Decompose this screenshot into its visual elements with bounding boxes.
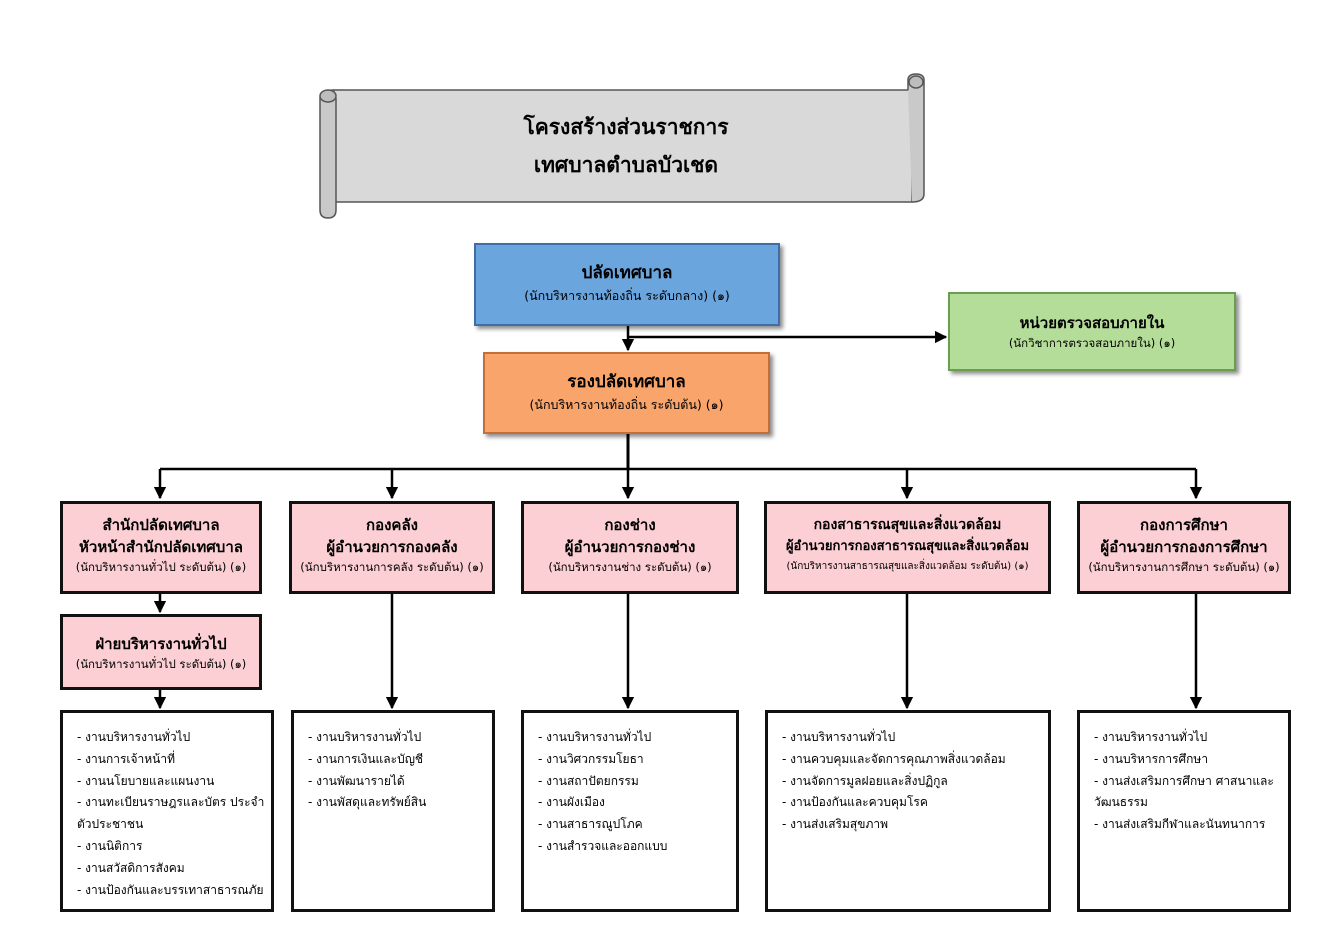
- internal-audit-box: หน่วยตรวจสอบภายใน (นักวิชาการตรวจสอบภายใ…: [948, 292, 1236, 371]
- division-office-of-clerk: สำนักปลัดเทศบาล หัวหน้าสำนักปลัดเทศบาล (…: [60, 501, 262, 594]
- task-item: - งานสวัสดิการสังคม: [77, 860, 185, 875]
- task-item: - งานบริหารงานทั่วไป: [782, 730, 896, 744]
- task-item: - งานการเงินและบัญชี: [308, 751, 424, 766]
- municipal-clerk-title: ปลัดเทศบาล: [581, 263, 673, 283]
- task-item: - งานควบคุมและจัดการคุณภาพสิ่งแวดล้อม: [782, 751, 1006, 766]
- municipal-clerk-subtitle: (นักบริหารงานท้องถิ่น ระดับกลาง) (๑): [524, 288, 730, 303]
- task-item: - งานจัดการมูลฝอยและสิ่งปฏิกูล: [782, 773, 948, 788]
- title-line-1: โครงสร้างส่วนราชการ: [523, 115, 729, 139]
- internal-audit-title: หน่วยตรวจสอบภายใน: [1019, 314, 1165, 332]
- division-engineering: กองช่าง ผู้อำนวยการกองช่าง (นักบริหารงาน…: [521, 501, 739, 594]
- task-item: - งานบริหารงานทั่วไป: [538, 730, 652, 744]
- division-head: ผู้อำนวยการกองคลัง: [326, 538, 458, 556]
- task-item: - งานส่งเสริมการศึกษา ศาสนาและ วัฒนธรรม: [1094, 773, 1274, 810]
- division-name: กองช่าง: [604, 516, 656, 534]
- task-item: - งานส่งเสริมสุขภาพ: [782, 817, 888, 832]
- division-position: (นักบริหารงานสาธารณสุขและสิ่งแวดล้อม ระด…: [786, 561, 1029, 572]
- division-name: สำนักปลัดเทศบาล: [102, 516, 220, 534]
- division-head: หัวหน้าสำนักปลัดเทศบาล: [79, 538, 243, 556]
- division-name: กองคลัง: [366, 516, 418, 534]
- deputy-clerk-subtitle: (นักบริหารงานท้องถิ่น ระดับต้น) (๑): [529, 397, 724, 412]
- task-list: - งานบริหารงานทั่วไป - งานควบคุมและจัดการ…: [768, 713, 1048, 836]
- task-item: - งานพัสดุและทรัพย์สิน: [308, 795, 427, 810]
- task-item: - งานวิศวกรรมโยธา: [538, 751, 644, 766]
- task-item: - งานป้องกันและควบคุมโรค: [782, 795, 928, 810]
- internal-audit-subtitle: (นักวิชาการตรวจสอบภายใน) (๑): [1008, 336, 1176, 350]
- division-position: (นักบริหารงานทั่วไป ระดับต้น) (๑): [75, 560, 247, 574]
- division-head: ผู้อำนวยการกองสาธารณสุขและสิ่งแวดล้อม: [785, 539, 1030, 554]
- title-line-2: เทศบาลตำบลบัวเชด: [533, 153, 719, 177]
- division-name: กองการศึกษา: [1140, 516, 1228, 534]
- division-finance: กองคลัง ผู้อำนวยการกองคลัง (นักบริหารงาน…: [289, 501, 495, 594]
- task-item: - งานการเจ้าหน้าที่: [77, 751, 176, 766]
- tasks-office-of-clerk: - งานบริหารงานทั่วไป - งานการเจ้าหน้าที่ -…: [60, 710, 274, 912]
- task-list: - งานบริหารงานทั่วไป - งานการเจ้าหน้าที่ -…: [63, 713, 271, 901]
- tasks-finance: - งานบริหารงานทั่วไป - งานการเงินและบัญชี…: [291, 710, 495, 912]
- general-admin-unit-subtitle: (นักบริหารงานทั่วไป ระดับต้น) (๑): [75, 657, 247, 671]
- deputy-clerk-box: รองปลัดเทศบาล (นักบริหารงานท้องถิ่น ระดั…: [483, 352, 770, 434]
- division-public-health: กองสาธารณสุขและสิ่งแวดล้อม ผู้อำนวยการกอ…: [764, 501, 1051, 594]
- task-list: - งานบริหารงานทั่วไป - งานบริหารการศึกษา -…: [1080, 713, 1288, 836]
- division-education: กองการศึกษา ผู้อำนวยการกองการศึกษา (นักบ…: [1077, 501, 1291, 594]
- task-item: - งานสาธารณูปโภค: [538, 817, 643, 832]
- task-item: - งานพัฒนารายได้: [308, 773, 405, 788]
- tasks-engineering: - งานบริหารงานทั่วไป - งานวิศวกรรมโยธา - ง…: [521, 710, 739, 912]
- division-head: ผู้อำนวยการกองการศึกษา: [1100, 538, 1268, 556]
- general-admin-unit: ฝ่ายบริหารงานทั่วไป (นักบริหารงานทั่วไป …: [60, 614, 262, 690]
- task-item: - งานทะเบียนราษฎรและบัตร ประจำตัวประชาชน: [77, 795, 265, 832]
- title-scroll-banner: [319, 73, 925, 219]
- page-title: โครงสร้างส่วนราชการ เทศบาลตำบลบัวเชด: [346, 108, 906, 184]
- task-item: - งานนโยบายและแผนงาน: [77, 773, 215, 788]
- task-item: - งานบริหารงานทั่วไป: [1094, 730, 1208, 744]
- task-item: - งานนิติการ: [77, 838, 143, 853]
- division-name: กองสาธารณสุขและสิ่งแวดล้อม: [813, 517, 1002, 533]
- task-item: - งานสำรวจและออกแบบ: [538, 838, 668, 853]
- division-position: (นักบริหารงานช่าง ระดับต้น) (๑): [548, 560, 712, 574]
- task-item: - งานผังเมือง: [538, 795, 605, 810]
- general-admin-unit-title: ฝ่ายบริหารงานทั่วไป: [95, 635, 227, 653]
- task-list: - งานบริหารงานทั่วไป - งานวิศวกรรมโยธา - ง…: [524, 713, 736, 858]
- task-list: - งานบริหารงานทั่วไป - งานการเงินและบัญชี…: [294, 713, 492, 814]
- task-item: - งานส่งเสริมกีฬาและนันทนาการ: [1094, 817, 1266, 832]
- task-item: - งานป้องกันและบรรเทาสาธารณภัย: [77, 882, 264, 897]
- division-head: ผู้อำนวยการกองช่าง: [564, 538, 696, 556]
- task-item: - งานบริหารงานทั่วไป: [308, 730, 422, 744]
- task-item: - งานบริหารการศึกษา: [1094, 751, 1209, 766]
- division-position: (นักบริหารงานการคลัง ระดับต้น) (๑): [300, 560, 484, 574]
- division-position: (นักบริหารงานการศึกษา ระดับต้น) (๑): [1088, 560, 1280, 574]
- deputy-clerk-title: รองปลัดเทศบาล: [567, 372, 686, 392]
- municipal-clerk-box: ปลัดเทศบาล (นักบริหารงานท้องถิ่น ระดับกล…: [474, 243, 780, 326]
- tasks-education: - งานบริหารงานทั่วไป - งานบริหารการศึกษา -…: [1077, 710, 1291, 912]
- tasks-public-health: - งานบริหารงานทั่วไป - งานควบคุมและจัดการ…: [765, 710, 1051, 912]
- task-item: - งานบริหารงานทั่วไป: [77, 730, 191, 744]
- task-item: - งานสถาปัตยกรรม: [538, 773, 639, 788]
